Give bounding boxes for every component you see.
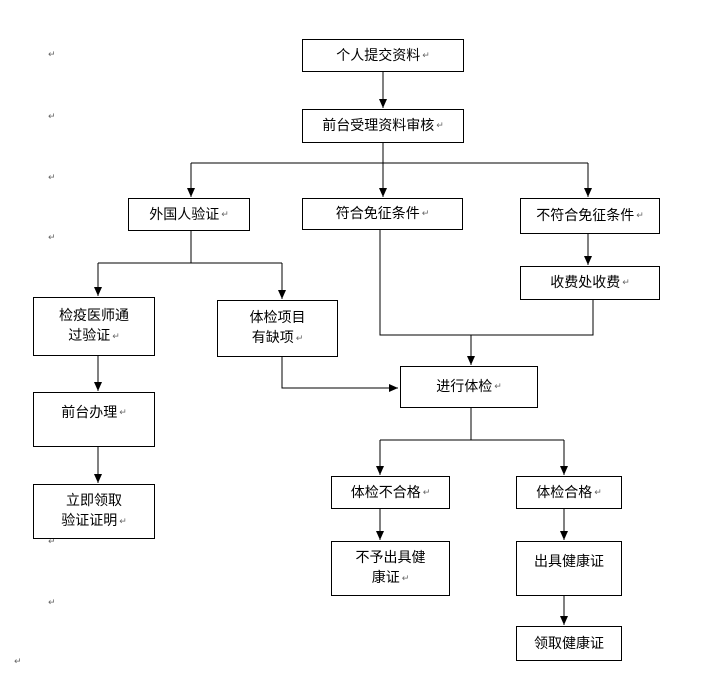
node-front-process: 前台办理↵ <box>33 392 155 447</box>
node-fail: 体检不合格↵ <box>331 476 450 509</box>
node-review-label: 前台受理资料审核 <box>322 118 435 134</box>
paragraph-mark: ↵ <box>119 408 127 418</box>
paragraph-mark: ↵ <box>48 173 56 183</box>
node-fail-label: 体检不合格 <box>350 484 421 501</box>
node-missing-items-line2: 有缺项 <box>251 330 294 346</box>
line-exempt-to-exam <box>379 230 594 336</box>
paragraph-mark: ↵ <box>119 517 127 527</box>
node-no-cert-line2: 康证 <box>371 570 400 586</box>
paragraph-mark: ↵ <box>436 121 444 131</box>
paragraph-mark: ↵ <box>422 50 430 61</box>
paragraph-mark: ↵ <box>221 209 229 220</box>
node-missing-items: 体检项目 有缺项↵ <box>217 300 338 357</box>
node-submit-label: 个人提交资料 <box>336 47 421 64</box>
node-get-certificate-line1: 立即领取 <box>65 493 122 509</box>
node-pass-label: 体检合格 <box>536 484 593 501</box>
node-issue-cert: 出具健康证 <box>516 541 622 596</box>
node-exam-label: 进行体检 <box>436 379 493 395</box>
node-issue-cert-label: 出具健康证 <box>534 554 604 570</box>
node-quarantine-pass-line2: 过验证 <box>68 328 111 344</box>
node-not-exempt: 不符合免征条件↵ <box>520 198 660 234</box>
node-missing-items-line1: 体检项目 <box>249 310 306 326</box>
node-foreigner-label: 外国人验证 <box>149 206 220 223</box>
paragraph-mark: ↵ <box>401 574 410 584</box>
node-get-certificate: 立即领取 验证证明↵ <box>33 484 155 539</box>
node-not-exempt-label: 不符合免征条件 <box>536 208 635 224</box>
node-no-cert: 不予出具健 康证↵ <box>331 541 450 596</box>
paragraph-mark: ↵ <box>48 598 56 608</box>
paragraph-mark: ↵ <box>594 487 602 498</box>
node-exam: 进行体检↵ <box>400 366 538 408</box>
paragraph-mark: ↵ <box>48 50 56 60</box>
node-submit: 个人提交资料↵ <box>302 39 464 72</box>
node-no-cert-line1: 不予出具健 <box>355 550 426 566</box>
node-foreigner: 外国人验证↵ <box>128 198 250 231</box>
paragraph-mark: ↵ <box>48 233 56 243</box>
paragraph-mark: ↵ <box>421 209 430 219</box>
paragraph-mark: ↵ <box>48 112 56 122</box>
node-collect-cert-label: 领取健康证 <box>534 635 604 652</box>
node-exempt-label: 符合免征条件 <box>335 206 420 222</box>
paragraph-mark: ↵ <box>295 334 304 344</box>
node-exempt: 符合免征条件↵ <box>302 198 463 230</box>
paragraph-mark: ↵ <box>636 211 644 221</box>
node-get-certificate-line2: 验证证明 <box>61 513 118 529</box>
node-quarantine-pass-line1: 检疫医师通 <box>59 308 129 324</box>
node-pass: 体检合格↵ <box>516 476 622 509</box>
node-charge: 收费处收费↵ <box>520 266 660 300</box>
paragraph-mark: ↵ <box>48 537 56 547</box>
node-collect-cert: 领取健康证 <box>516 626 622 661</box>
arrow-missing-to-exam <box>281 357 398 392</box>
paragraph-mark: ↵ <box>422 487 431 498</box>
paragraph-mark: ↵ <box>622 278 630 288</box>
paragraph-mark: ↵ <box>112 332 120 342</box>
paragraph-mark: ↵ <box>494 382 502 392</box>
node-charge-label: 收费处收费 <box>550 275 621 291</box>
node-quarantine-pass: 检疫医师通 过验证↵ <box>33 297 155 356</box>
paragraph-mark: ↵ <box>14 657 22 667</box>
node-front-process-label: 前台办理 <box>61 405 118 421</box>
node-review: 前台受理资料审核↵ <box>302 109 464 143</box>
